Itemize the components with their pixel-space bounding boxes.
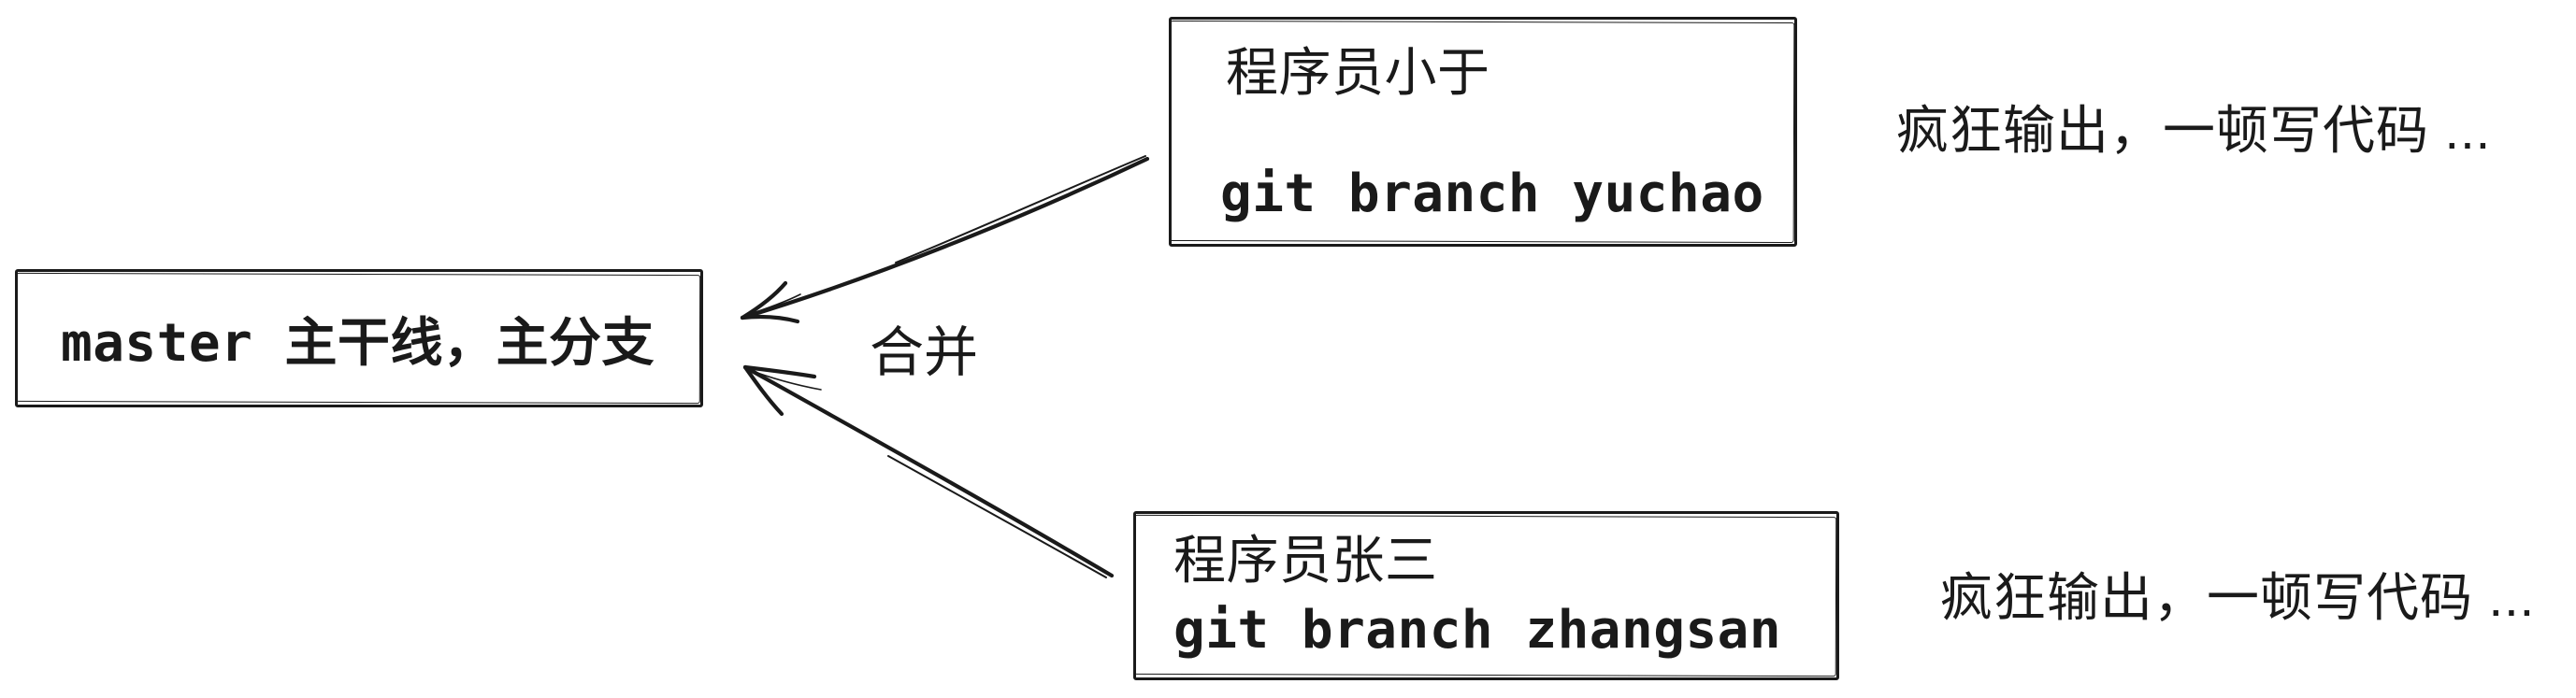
zhangsan-activity-annotation: 疯狂输出，一顿写代码 ... bbox=[1940, 568, 2536, 627]
merge-label: 合并 bbox=[870, 322, 979, 383]
git-branch-zhangsan-command: git branch zhangsan bbox=[1173, 600, 1782, 661]
programmer-yuchao-title: 程序员小于 bbox=[1226, 43, 1490, 102]
git-branch-yuchao-command: git branch yuchao bbox=[1220, 164, 1764, 224]
yuchao-activity-annotation: 疯狂输出，一顿写代码 ... bbox=[1896, 101, 2492, 160]
master-branch-box: master 主干线，主分支 bbox=[15, 269, 703, 407]
merge-arrow-from-zhangsan bbox=[742, 364, 1115, 578]
programmer-zhangsan-title: 程序员张三 bbox=[1173, 531, 1438, 590]
master-branch-label: master 主干线，主分支 bbox=[61, 312, 655, 374]
programmer-zhangsan-box: 程序员张三 git branch zhangsan bbox=[1133, 511, 1839, 680]
merge-arrow-from-yuchao bbox=[740, 155, 1150, 324]
programmer-yuchao-box: 程序员小于 git branch yuchao bbox=[1169, 17, 1797, 247]
